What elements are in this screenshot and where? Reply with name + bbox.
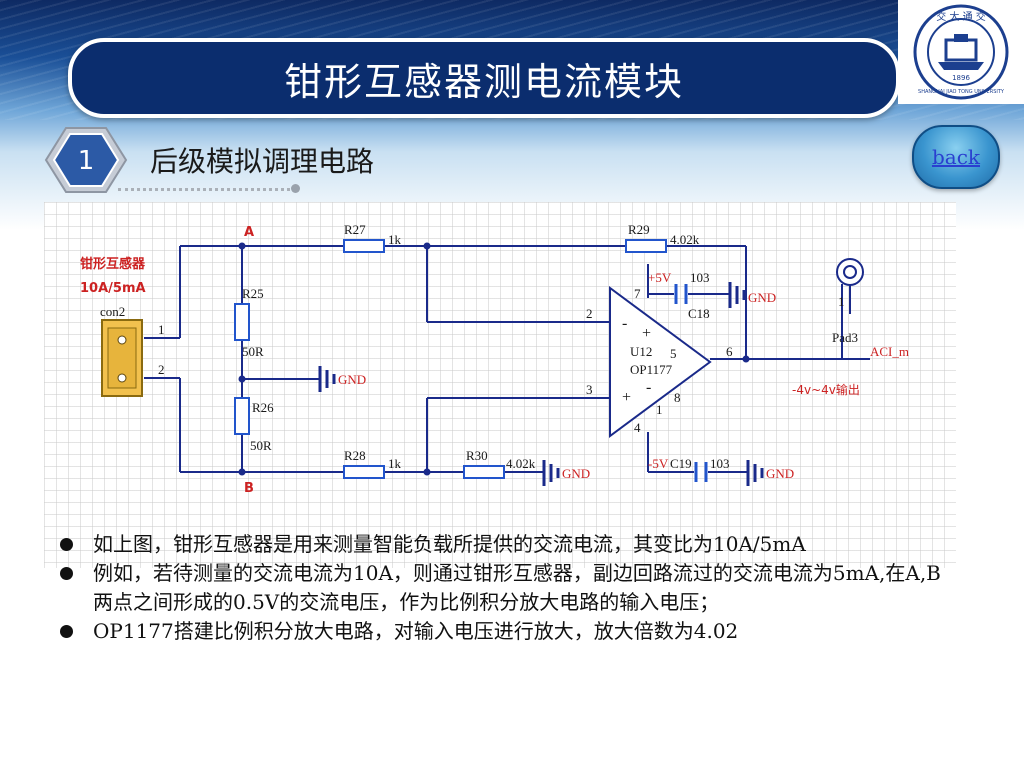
opamp-pin-5: 5: [670, 346, 677, 361]
bullet-dot: [60, 625, 73, 638]
circuit-diagram: 钳形互感器 10A/5mA con2 1 2 A B R25 50R R26 5…: [44, 202, 956, 568]
bullet-item: OP1177搭建比例积分放大电路，对输入电压进行放大，放大倍数为4.02: [60, 617, 960, 646]
capacitors: [674, 284, 708, 482]
bullet-text: 例如，若待测量的交流电流为10A，则通过钳形互感器，副边回路流过的交流电流为5m…: [93, 561, 941, 614]
c19-value: 103: [710, 456, 730, 471]
r29-value: 4.02k: [670, 232, 700, 247]
logo-emblem: 交 大 通 交 SHANGHAI JIAO TONG UNIVERSITY 18…: [913, 4, 1009, 100]
opamp-pin-2: 2: [586, 306, 593, 321]
pad3-label: Pad3: [832, 330, 858, 345]
pin-1-label: 1: [158, 322, 165, 337]
bullet-text: OP1177搭建比例积分放大电路，对输入电压进行放大，放大倍数为4.02: [93, 619, 739, 643]
gnd-label-3: GND: [562, 466, 590, 481]
section-underline-dot: [291, 184, 300, 193]
r26-label: R26: [252, 400, 274, 415]
opamp-inv-sign-bottom: -: [646, 379, 651, 396]
connector-pin-2: [117, 373, 127, 383]
section-number-badge: 1: [44, 124, 128, 196]
r29-label: R29: [628, 222, 650, 237]
output-range: -4v~4v输出: [792, 382, 860, 397]
back-button[interactable]: back: [912, 125, 1000, 189]
sensor-ratio: 10A/5mA: [80, 281, 146, 296]
opamp-part: OP1177: [630, 362, 673, 377]
r27-value: 1k: [388, 232, 402, 247]
pad3-inner: [843, 265, 857, 279]
opamp-noninv-sign: +: [622, 389, 631, 406]
opamp-pin-3: 3: [586, 382, 593, 397]
c19-label: C19: [670, 456, 692, 471]
opamp-pin-4: 4: [634, 420, 641, 435]
c18-value: 103: [690, 270, 710, 285]
opamp-pin-7: 7: [634, 286, 641, 301]
opamp-pin-8: 8: [674, 390, 681, 405]
r30-label: R30: [466, 448, 488, 463]
bullet-item: 如上图，钳形互感器是用来测量智能负载所提供的交流电流，其变比为10A/5mA: [60, 530, 960, 559]
back-link[interactable]: back: [931, 145, 981, 169]
section-underline: [118, 188, 296, 191]
r30-value: 4.02k: [506, 456, 536, 471]
c18-label: C18: [688, 306, 710, 321]
resistors: [234, 239, 667, 479]
opamp-pin-1: 1: [656, 402, 663, 417]
section-number: 1: [78, 146, 95, 176]
opamp-ref: U12: [630, 344, 652, 359]
wires: [144, 245, 870, 473]
opamp-noninv-sign-top: +: [642, 325, 651, 342]
connector-pin-1: [117, 335, 127, 345]
gnd-label-1: GND: [338, 372, 366, 387]
bullet-dot: [60, 538, 73, 551]
title-bar: 钳形互感器测电流模块: [68, 38, 900, 118]
junctions: [238, 242, 750, 476]
bullet-item: 例如，若待测量的交流电流为10A，则通过钳形互感器，副边回路流过的交流电流为5m…: [60, 559, 960, 617]
section-title: 后级模拟调理电路: [150, 145, 375, 178]
r25-label: R25: [242, 286, 264, 301]
slide-title: 钳形互感器测电流模块: [283, 59, 684, 104]
gnd-label-2: GND: [748, 290, 776, 305]
logo-top-text: 交 大 通 交: [936, 10, 986, 23]
bullet-list: 如上图，钳形互感器是用来测量智能负载所提供的交流电流，其变比为10A/5mA 例…: [60, 530, 960, 646]
bullet-dot: [60, 567, 73, 580]
vminus-label: -5V: [648, 456, 669, 471]
logo-year: 1896: [952, 74, 970, 82]
gnd-symbols: [318, 282, 764, 486]
opamp-triangle: [609, 286, 712, 438]
connector-label: con2: [100, 304, 125, 319]
node-a: A: [244, 225, 254, 240]
opamp-pin-6: 6: [726, 344, 733, 359]
output-net: ACI_m: [870, 344, 909, 359]
r28-value: 1k: [388, 456, 402, 471]
r27-label: R27: [344, 222, 366, 237]
node-b: B: [244, 481, 254, 496]
r26-value: 50R: [250, 438, 272, 453]
opamp-inv-sign: -: [622, 315, 627, 332]
university-logo: 交 大 通 交 SHANGHAI JIAO TONG UNIVERSITY 18…: [898, 0, 1024, 104]
vplus-label: +5V: [648, 270, 672, 285]
pin-2-label: 2: [158, 362, 165, 377]
logo-ring-text: SHANGHAI JIAO TONG UNIVERSITY: [918, 89, 1005, 95]
gnd-label-4: GND: [766, 466, 794, 481]
bullet-text: 如上图，钳形互感器是用来测量智能负载所提供的交流电流，其变比为10A/5mA: [93, 532, 806, 556]
pad3-pin: 1: [838, 294, 845, 309]
r25-value: 50R: [242, 344, 264, 359]
sensor-name: 钳形互感器: [80, 256, 146, 272]
r28-label: R28: [344, 448, 366, 463]
